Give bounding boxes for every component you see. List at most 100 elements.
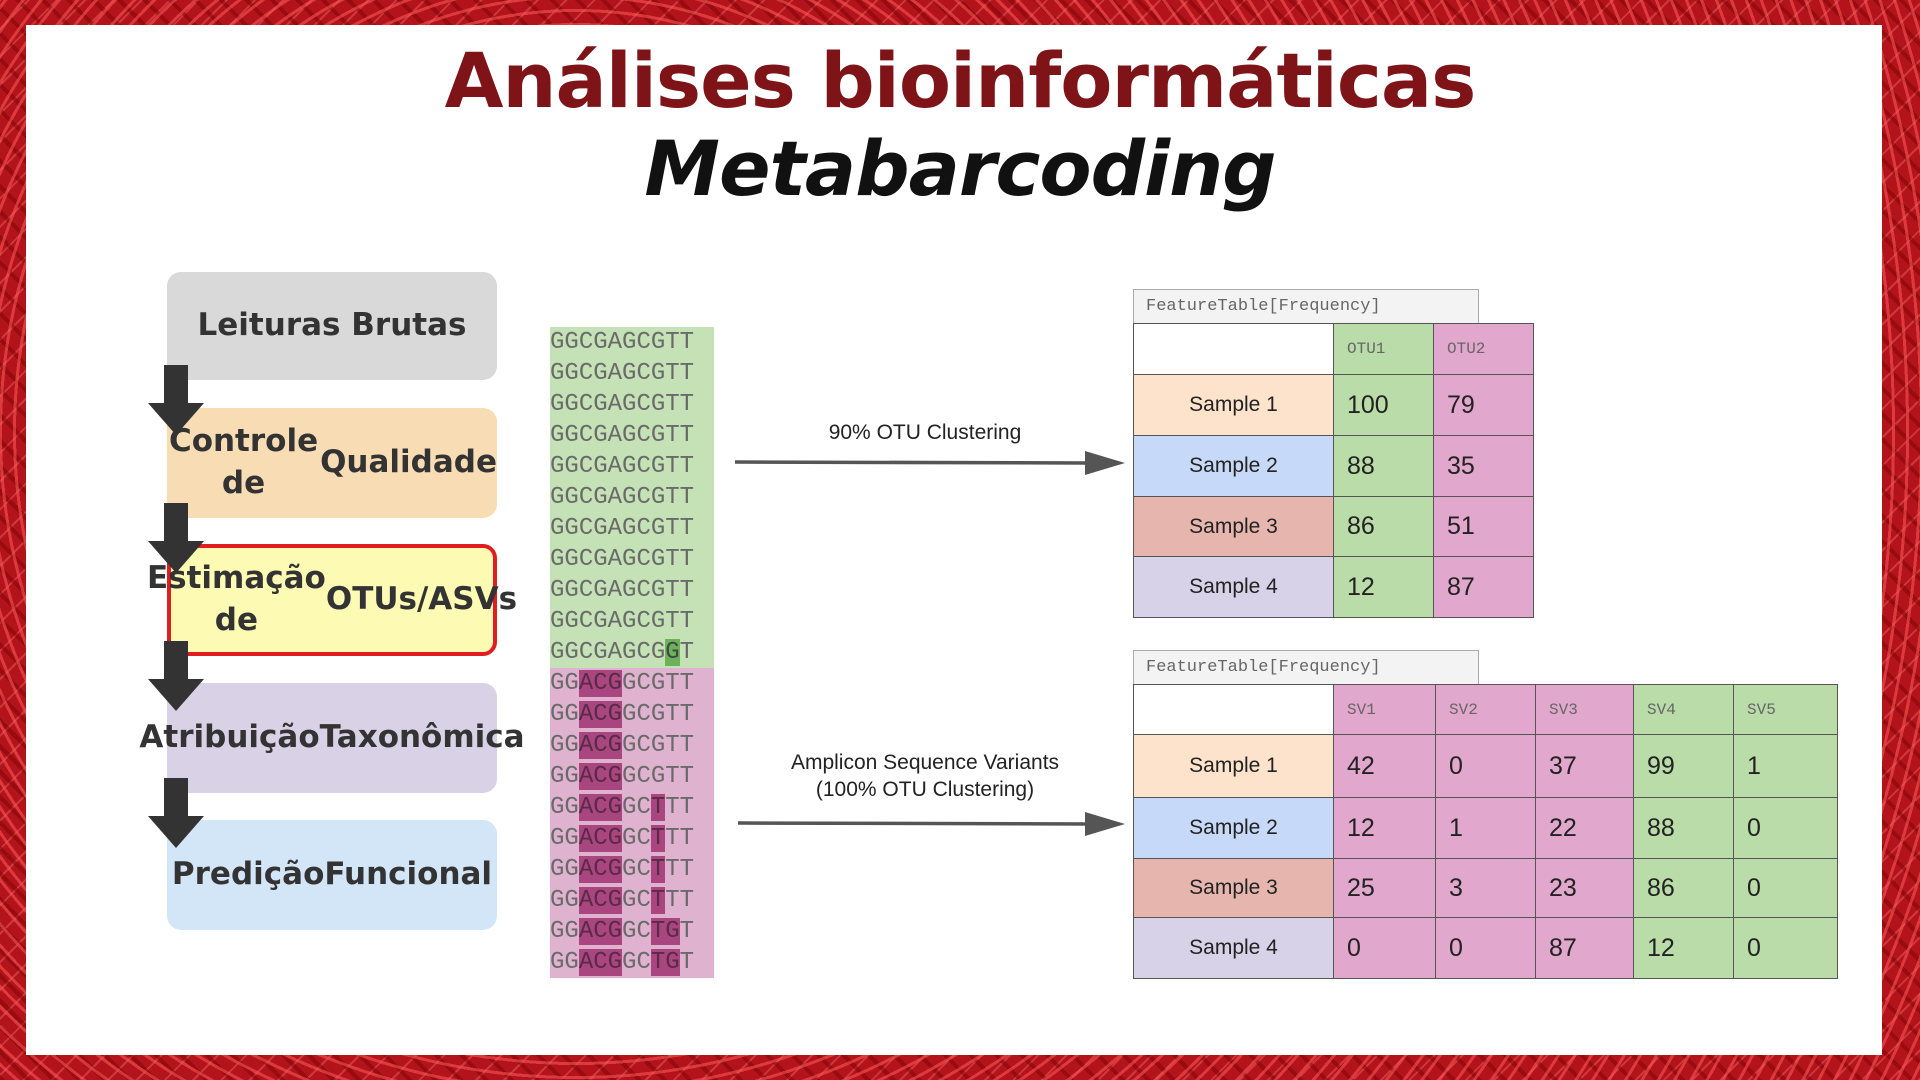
table-cell: 1	[1733, 734, 1838, 798]
step-label-line: Predição	[171, 856, 325, 893]
table-cell: 25	[1333, 858, 1436, 918]
sequence-read: GGCGAGCGTT	[550, 420, 714, 451]
step-leituras-brutas: Leituras Brutas	[167, 272, 497, 380]
sequence-read: GGACGGCTTT	[550, 854, 714, 885]
table-cell: 42	[1333, 734, 1436, 798]
table-cell: 79	[1433, 374, 1534, 436]
table-cell: 0	[1333, 917, 1436, 979]
sequence-read: GGACGGCTTT	[550, 792, 714, 823]
sequence-read: GGCGAGCGTT	[550, 513, 714, 544]
table-cell: 35	[1433, 435, 1534, 497]
table-cell: 0	[1733, 797, 1838, 859]
table-column-header: SV2	[1435, 684, 1536, 735]
table-cell: 22	[1535, 797, 1634, 859]
sequence-read: GGACGGCTGT	[550, 947, 714, 978]
table-column-header: SV4	[1633, 684, 1734, 735]
sequence-read: GGACGGCGTT	[550, 730, 714, 761]
step-label-line: Funcional	[324, 856, 493, 893]
step-label-line: Controle de	[168, 423, 319, 501]
sample-label: Sample 3	[1133, 496, 1334, 557]
feature-table-label: FeatureTable[Frequency]	[1133, 650, 1479, 684]
table-cell: 88	[1333, 435, 1434, 497]
right-arrow-icon	[735, 451, 1125, 475]
sample-label: Sample 4	[1133, 917, 1334, 979]
table-cell: 12	[1333, 556, 1434, 618]
table-column-header: SV1	[1333, 684, 1436, 735]
table-column-header: SV5	[1733, 684, 1838, 735]
table-corner	[1133, 323, 1334, 375]
down-arrow-icon	[148, 365, 204, 435]
step-label-line: Estimação de	[146, 560, 326, 638]
sequence-read: GGACGGCGTT	[550, 699, 714, 730]
sample-label: Sample 4	[1133, 556, 1334, 618]
table-cell: 1	[1435, 797, 1536, 859]
table-cell: 99	[1633, 734, 1734, 798]
feature-table-label: FeatureTable[Frequency]	[1133, 289, 1479, 323]
sequence-read: GGCGAGCGTT	[550, 544, 714, 575]
table-cell: 86	[1633, 858, 1734, 918]
sample-label: Sample 1	[1133, 734, 1334, 798]
step-label-line: Taxonômica	[319, 719, 525, 756]
sequence-read: GGCGAGCGTT	[550, 575, 714, 606]
sequence-read: GGCGAGCGTT	[550, 327, 714, 358]
sample-label: Sample 2	[1133, 797, 1334, 859]
sample-label: Sample 2	[1133, 435, 1334, 497]
table-cell: 86	[1333, 496, 1434, 557]
sequence-read: GGACGGCGTT	[550, 668, 714, 699]
table-cell: 12	[1633, 917, 1734, 979]
slide-subtitle: Metabarcoding	[644, 124, 1276, 213]
sequence-read: GGCGAGCGTT	[550, 606, 714, 637]
down-arrow-icon	[148, 778, 204, 848]
sequence-read: GGCGAGCGTT	[550, 358, 714, 389]
table-cell: 88	[1633, 797, 1734, 859]
asv-label: Amplicon Sequence Variants (100% OTU Clu…	[760, 749, 1090, 803]
table-column-header: SV3	[1535, 684, 1634, 735]
sample-label: Sample 3	[1133, 858, 1334, 918]
step-label-line: Leituras Brutas	[197, 307, 467, 344]
sequence-read: GGCGAGCGTT	[550, 451, 714, 482]
down-arrow-icon	[148, 641, 204, 711]
asv-label-line1: Amplicon Sequence Variants	[790, 751, 1060, 774]
table-cell: 51	[1433, 496, 1534, 557]
step-label-line: Atribuição	[139, 719, 320, 756]
table-column-header: OTU1	[1333, 323, 1434, 375]
table-column-header: OTU2	[1433, 323, 1534, 375]
table-cell: 23	[1535, 858, 1634, 918]
table-cell: 37	[1535, 734, 1634, 798]
sequence-read: GGACGGCTGT	[550, 916, 714, 947]
table-cell: 12	[1333, 797, 1436, 859]
sequence-read: GGACGGCGTT	[550, 761, 714, 792]
otu-clustering-label: 90% OTU Clustering	[828, 421, 1022, 444]
step-label-line: OTUs/ASVs	[325, 581, 518, 618]
sequence-read: GGACGGCTTT	[550, 823, 714, 854]
sample-label: Sample 1	[1133, 374, 1334, 436]
sequence-read: GGCGAGCGGT	[550, 637, 714, 668]
step-label-line: Qualidade	[320, 444, 497, 481]
table-cell: 0	[1733, 858, 1838, 918]
slide-title: Análises bioinformáticas	[444, 36, 1477, 125]
table-cell: 0	[1435, 734, 1536, 798]
table-cell: 87	[1433, 556, 1534, 618]
table-cell: 3	[1435, 858, 1536, 918]
table-cell: 0	[1435, 917, 1536, 979]
sequence-read: GGCGAGCGTT	[550, 482, 714, 513]
table-cell: 87	[1535, 917, 1634, 979]
table-cell: 100	[1333, 374, 1434, 436]
table-corner	[1133, 684, 1334, 735]
right-arrow-icon	[738, 812, 1125, 836]
sequence-read: GGACGGCTTT	[550, 885, 714, 916]
sequence-read: GGCGAGCGTT	[550, 389, 714, 420]
